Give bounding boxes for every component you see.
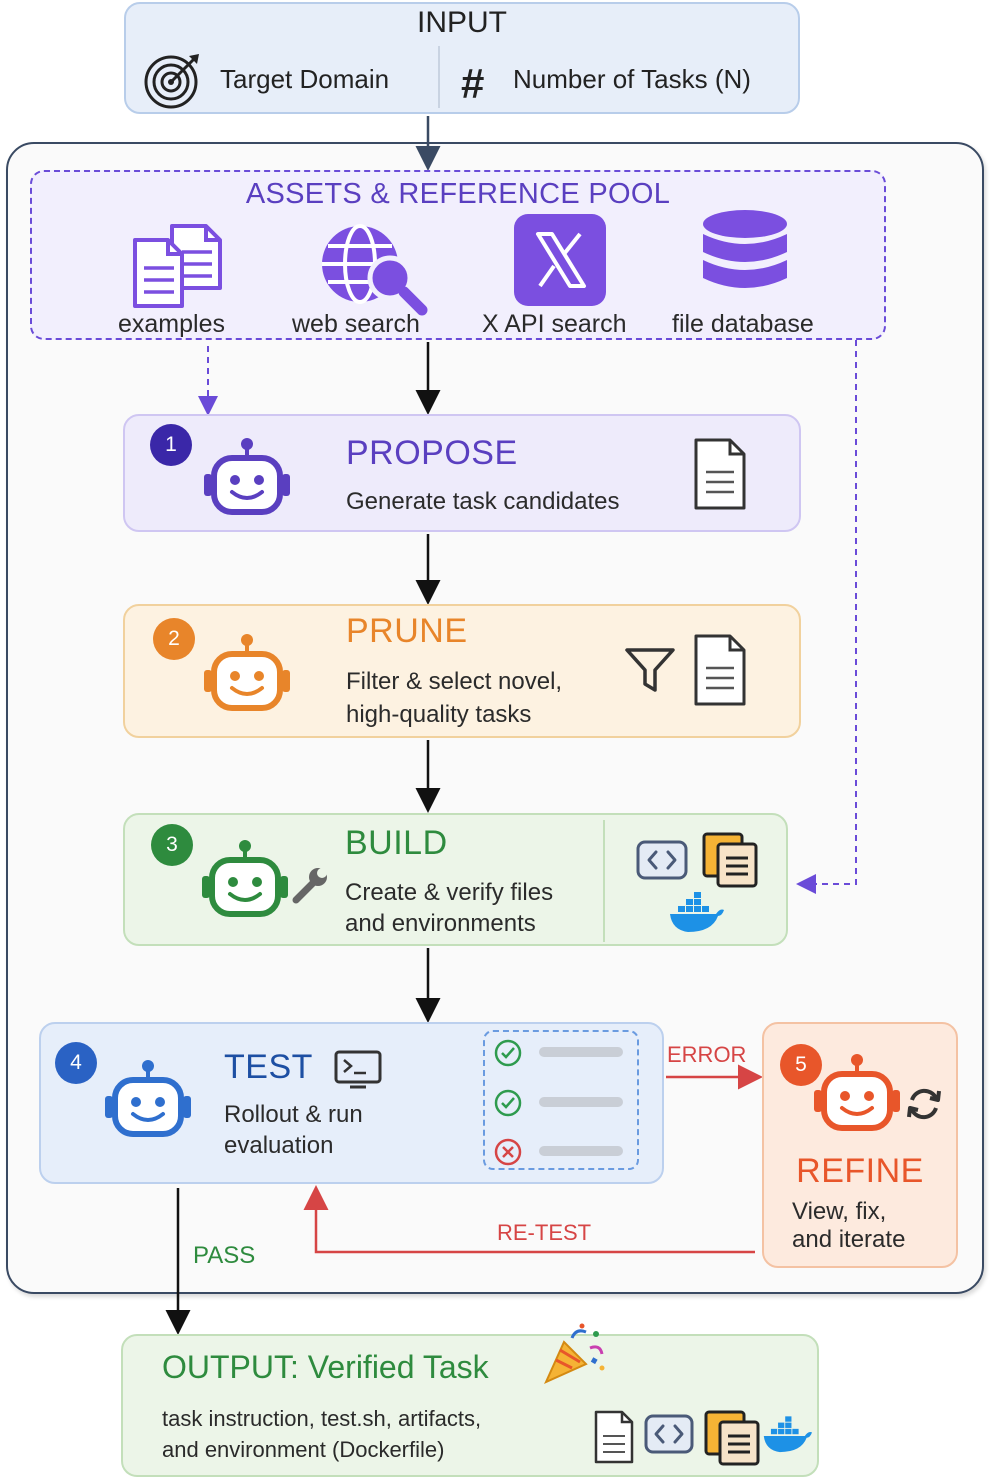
files-icon-output: [704, 1410, 760, 1466]
build-divider: [603, 820, 605, 942]
assets-pool-title: ASSETS & REFERENCE POOL: [245, 178, 671, 210]
check-pass-icon: [493, 1088, 523, 1118]
build-title: BUILD: [345, 824, 448, 862]
document-icon-prune: [694, 634, 746, 706]
edge-pool-to-build-dashed: [796, 340, 857, 894]
web-search-icon: [318, 222, 428, 316]
check-fail-icon: [493, 1137, 523, 1167]
edge-label-retest: RE-TEST: [497, 1220, 592, 1245]
target-icon: [143, 52, 201, 110]
step-badge-5: 5: [780, 1044, 822, 1086]
code-icon-output: [644, 1414, 694, 1454]
refresh-icon: [904, 1084, 944, 1124]
pool-item-label-web-search: web search: [292, 310, 420, 338]
output-title: OUTPUT: Verified Task: [162, 1349, 489, 1385]
input-divider: [438, 46, 440, 108]
document-icon-propose: [694, 438, 746, 510]
check-pass-icon: [493, 1038, 523, 1068]
step-badge-3: 3: [151, 824, 193, 866]
propose-title: PROPOSE: [346, 434, 518, 472]
docker-icon-output: [762, 1416, 812, 1454]
robot-icon-propose: [202, 436, 292, 520]
pool-item-label-x-api-search: X API search: [482, 310, 627, 338]
robot-icon-refine: [812, 1052, 902, 1136]
robot-icon-test: [103, 1058, 193, 1142]
prune-desc-line1: Filter & select novel,: [346, 668, 563, 695]
refine-title: REFINE: [796, 1152, 924, 1190]
checklist-bar: [539, 1146, 623, 1156]
edge-label-error: ERROR: [667, 1042, 747, 1067]
checklist-bar: [539, 1047, 623, 1057]
propose-desc: Generate task candidates: [346, 488, 620, 515]
terminal-icon: [334, 1050, 382, 1090]
prune-desc-line2: high-quality tasks: [346, 701, 532, 728]
number-of-tasks-label: Number of Tasks (N): [513, 64, 751, 94]
output-desc-line2: and environment (Dockerfile): [162, 1437, 445, 1462]
code-icon-build: [636, 840, 688, 880]
edge-label-pass: PASS: [193, 1242, 256, 1269]
x-logo-icon: [514, 214, 606, 306]
checklist-bar: [539, 1097, 623, 1107]
input-title: INPUT: [417, 6, 507, 39]
documents-icon: [132, 222, 224, 310]
output-box: [121, 1334, 819, 1477]
test-title: TEST: [224, 1048, 313, 1086]
pool-item-label-file-database: file database: [672, 310, 814, 338]
refine-desc-line1: View, fix,: [792, 1198, 887, 1225]
robot-icon-prune: [202, 632, 292, 716]
build-desc-line1: Create & verify files: [345, 879, 554, 906]
files-icon-build: [702, 832, 758, 888]
step-badge-2: 2: [153, 618, 195, 660]
document-icon-output: [594, 1410, 634, 1464]
database-icon: [700, 208, 790, 308]
test-desc-line2: evaluation: [224, 1132, 334, 1159]
test-checklist: [483, 1030, 639, 1170]
test-desc-line1: Rollout & run: [224, 1101, 363, 1128]
edge-retest: [303, 1185, 755, 1254]
refine-desc-line2: and iterate: [792, 1226, 906, 1253]
build-desc-line2: and environments: [345, 910, 536, 937]
output-desc-line1: task instruction, test.sh, artifacts,: [162, 1406, 482, 1431]
filter-icon: [624, 646, 676, 694]
target-domain-label: Target Domain: [220, 64, 390, 94]
party-popper-icon: [542, 1323, 608, 1386]
wrench-icon: [290, 866, 330, 906]
docker-icon-build: [668, 892, 724, 934]
step-badge-1: 1: [150, 424, 192, 466]
pool-item-label-examples: examples: [118, 310, 225, 338]
prune-title: PRUNE: [346, 612, 468, 650]
input-box: [124, 2, 800, 114]
robot-icon-build: [200, 838, 290, 922]
hash-icon: #: [461, 60, 485, 107]
step-badge-4: 4: [55, 1042, 97, 1084]
